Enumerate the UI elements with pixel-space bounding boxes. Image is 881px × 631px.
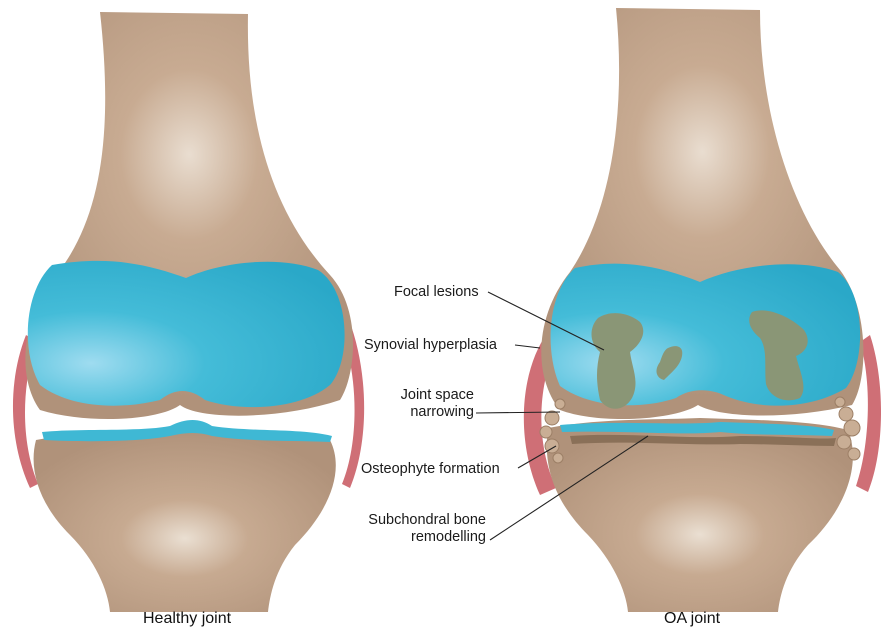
- label-subchondral-line1: Subchondral bone: [360, 512, 486, 529]
- label-focal-lesions: Focal lesions: [394, 284, 479, 301]
- label-osteophyte-formation: Osteophyte formation: [361, 461, 500, 478]
- healthy-femoral-cartilage: [28, 261, 345, 407]
- oa-tibia: [547, 418, 853, 612]
- label-subchondral: Subchondral bone remodelling: [360, 512, 486, 546]
- label-synovial-hyperplasia: Synovial hyperplasia: [364, 337, 497, 354]
- leader-synovial: [515, 345, 540, 348]
- healthy-tibia: [34, 428, 336, 612]
- healthy-joint: [13, 12, 364, 612]
- oa-joint: [524, 8, 881, 612]
- label-joint-space: Joint space narrowing: [390, 387, 474, 421]
- caption-healthy-joint: Healthy joint: [143, 610, 231, 628]
- label-joint-space-line2: narrowing: [390, 404, 474, 421]
- label-joint-space-line1: Joint space: [390, 387, 474, 404]
- label-subchondral-line2: remodelling: [360, 529, 486, 546]
- caption-oa-joint: OA joint: [664, 610, 720, 628]
